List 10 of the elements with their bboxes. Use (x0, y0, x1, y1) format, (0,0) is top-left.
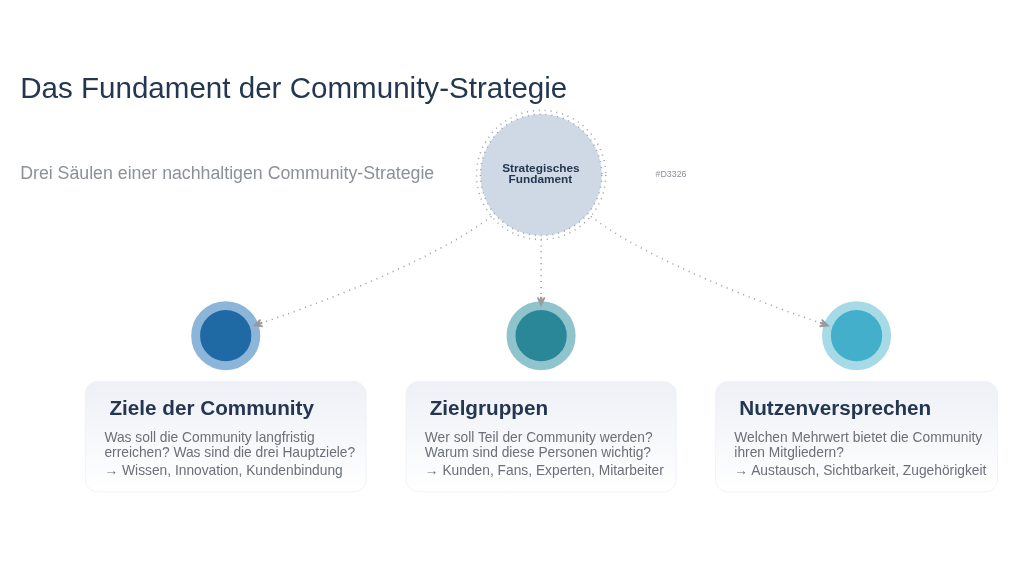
node-circle (191, 301, 261, 371)
node-circle: Strategisches Fundament (475, 109, 607, 241)
arrow (253, 215, 493, 328)
label: #D3326 (655, 169, 687, 180)
arrow (536, 238, 546, 307)
diagram-title: Das Fundament der Community-Strategie (20, 70, 568, 104)
node-circle (822, 301, 892, 371)
node-circle (506, 301, 576, 371)
arrow (590, 215, 829, 328)
label: Drei Säulen einer nachhaltigen Community-Strategie (20, 163, 435, 184)
